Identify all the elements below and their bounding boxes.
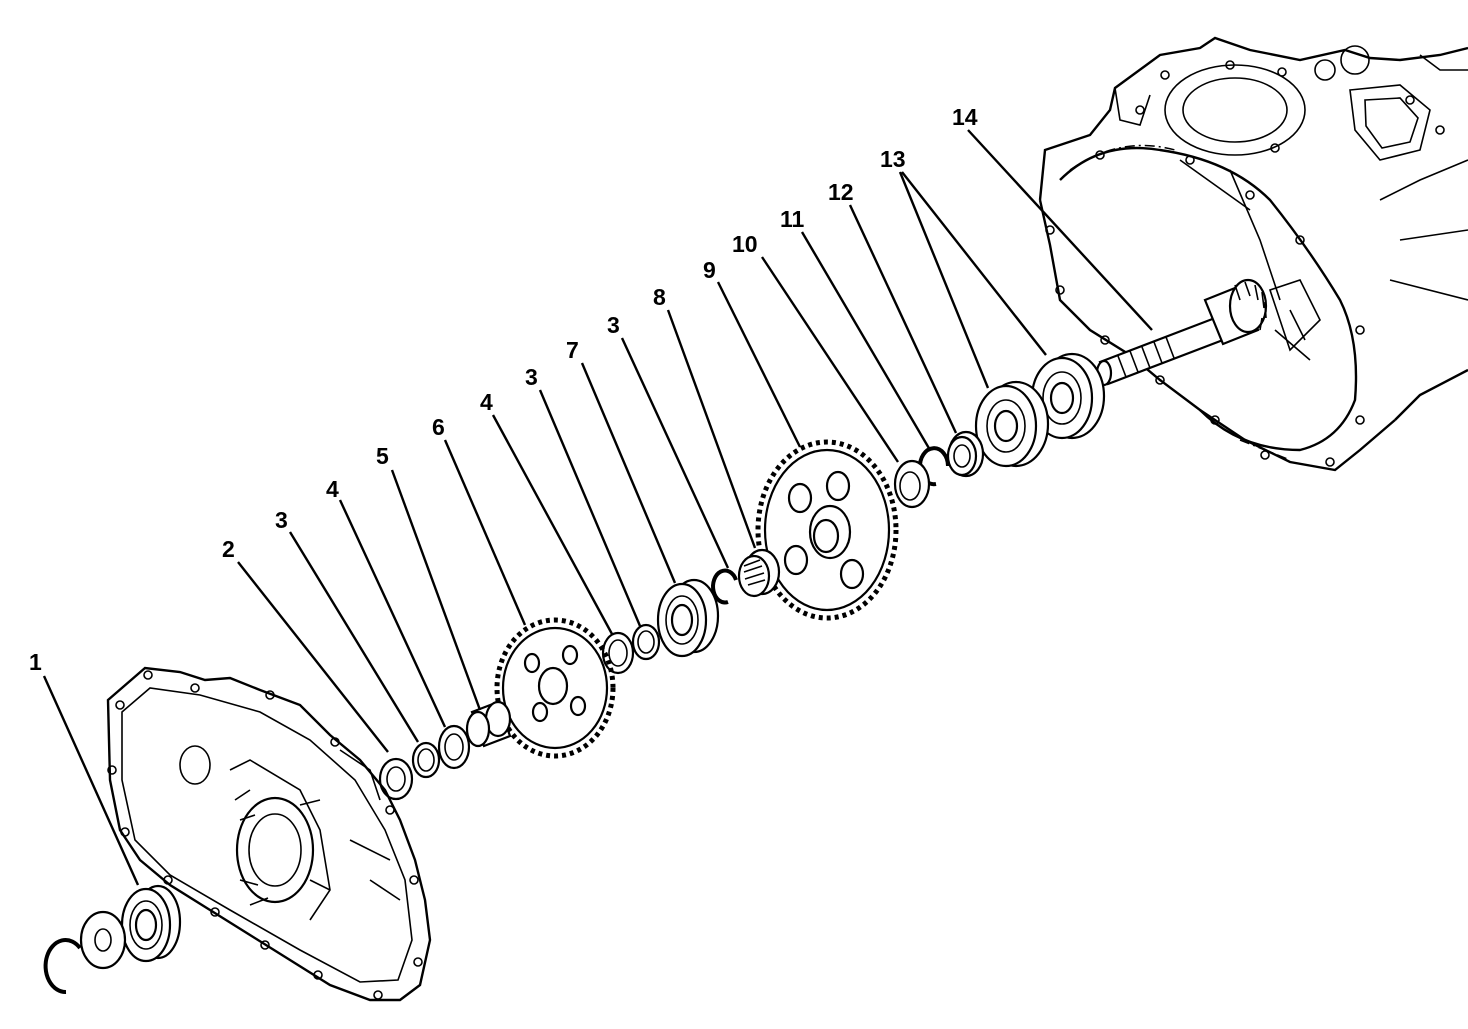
callout-2: 2 [222,536,235,562]
callout-11: 11 [780,206,805,232]
spacer-12 [946,430,985,478]
ring-3b [631,623,661,661]
callout-1: 1 [29,649,42,675]
callout-14: 14 [952,104,978,130]
callout-10: 10 [732,231,758,257]
ring-2 [378,757,414,801]
callout-9: 9 [703,257,716,283]
callout-3b: 3 [525,364,538,390]
callout-5: 5 [376,443,389,469]
callout-13: 13 [880,146,906,172]
sleeve-5 [465,700,512,748]
washer-1 [79,910,127,970]
ring-4a [437,724,471,770]
transmission-case [1038,36,1468,472]
ring-3a [411,741,441,779]
washer-10 [893,459,931,509]
snap-ring-3c [711,568,738,605]
bearing-13b [974,380,1050,468]
callout-12: 12 [828,179,854,205]
callout-4b: 4 [480,389,493,415]
callout-3: 3 [275,507,288,533]
hub-7 [656,578,720,658]
needle-bearing-8 [737,548,781,598]
leader-lines [42,129,1153,886]
callout-8: 8 [653,284,666,310]
end-cover [106,666,432,1002]
gear-9 [755,439,899,621]
input-shaft [1095,278,1268,387]
callout-7: 7 [566,337,579,363]
callout-3c: 3 [607,312,620,338]
callout-6: 6 [432,414,445,440]
gear-6 [494,617,616,759]
callout-4: 4 [326,476,339,502]
snap-ring-1 [43,938,82,995]
callout-labels: 1 2 3 4 5 6 4 3 7 3 8 9 10 11 12 13 14 [29,104,978,675]
bearing-1 [120,884,182,963]
